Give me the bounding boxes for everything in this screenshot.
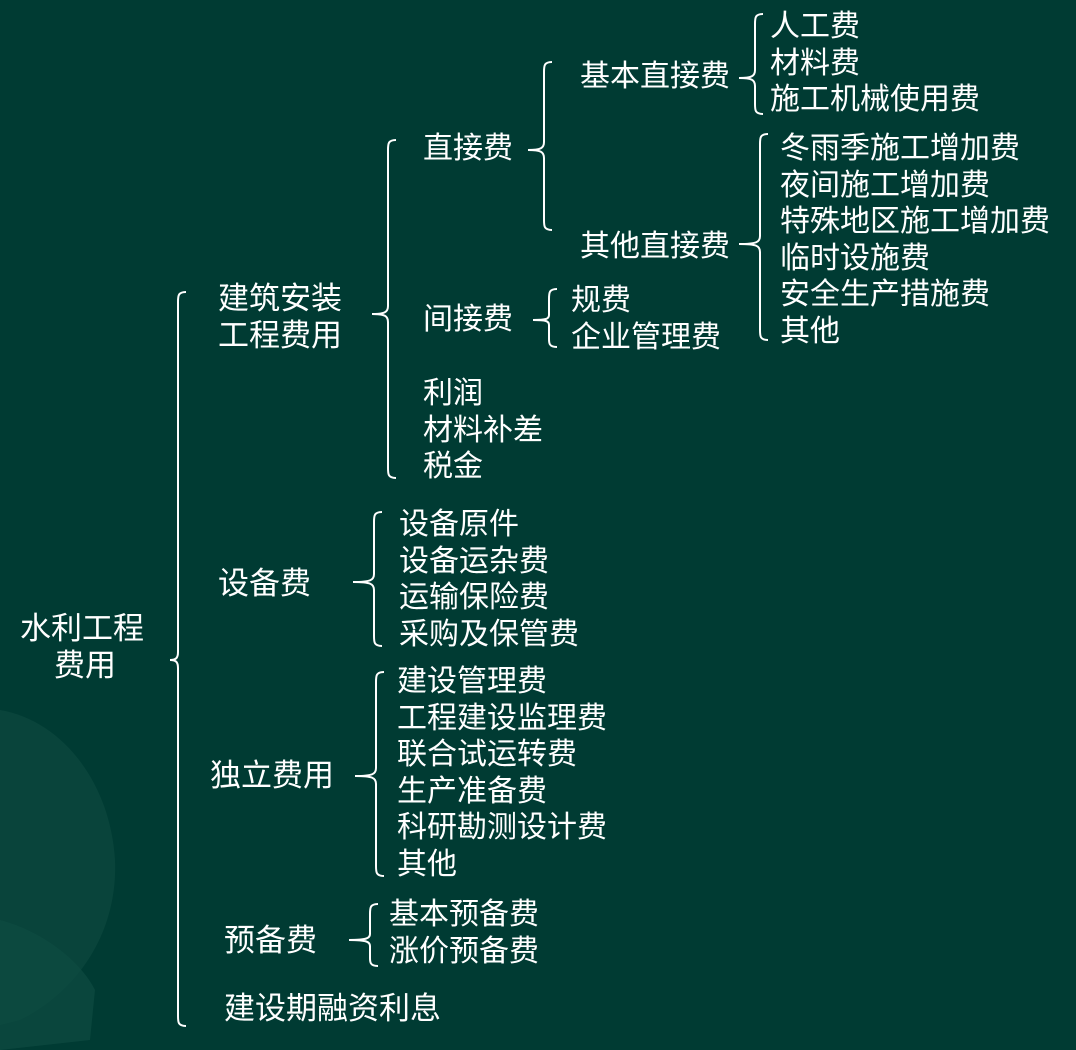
indirect-items: 规费 企业管理费: [571, 283, 721, 356]
other-bracket: [738, 133, 769, 341]
root-label-line2: 费用: [54, 647, 116, 684]
list-item: 企业管理费: [571, 319, 721, 355]
list-item: 工程建设监理费: [397, 700, 607, 736]
root-label: 水利工程 费用: [20, 611, 144, 684]
list-item: 安全生产措施费: [780, 277, 990, 312]
root-bracket: [169, 291, 187, 1027]
list-item: 设备运杂费: [399, 543, 549, 579]
basic-bracket: [738, 13, 764, 115]
list-item: 临时设施费: [780, 240, 930, 276]
basic-direct-label: 基本直接费: [580, 59, 730, 94]
branch1-bracket: [371, 139, 397, 479]
list-item: 基本预备费: [389, 897, 539, 932]
root-label-line1: 水利工程: [20, 611, 144, 647]
financing-interest-label: 建设期融资利息: [224, 991, 441, 1027]
list-item: 税金: [423, 449, 483, 484]
list-item: 特殊地区施工增加费: [780, 204, 1050, 239]
reserve-label: 预备费: [224, 923, 317, 959]
list-item: 材料费: [770, 45, 860, 81]
reserve-items: 基本预备费 涨价预备费: [389, 897, 539, 970]
basic-direct-items: 人工费 材料费 施工机械使用费: [770, 9, 980, 119]
indirect-label: 间接费: [423, 302, 513, 337]
list-item: 建设管理费: [397, 664, 547, 699]
equipment-items: 设备原件 设备运杂费 运输保险费 采购及保管费: [399, 507, 579, 653]
other-direct-label: 其他直接费: [580, 229, 730, 264]
list-item: 冬雨季施工增加费: [780, 131, 1020, 166]
list-item: 夜间施工增加费: [780, 167, 990, 203]
branch1-other-items: 利润 材料补差 税金: [423, 376, 543, 486]
list-item: 涨价预备费: [389, 933, 539, 969]
list-item: 规费: [571, 283, 631, 318]
branch1-label-line2: 工程费用: [218, 317, 342, 354]
direct-label: 直接费: [423, 131, 513, 166]
equipment-label: 设备费: [218, 566, 311, 602]
other-direct-items: 冬雨季施工增加费 夜间施工增加费 特殊地区施工增加费 临时设施费 安全生产措施费…: [780, 131, 1050, 350]
independent-bracket: [354, 671, 385, 877]
list-item: 运输保险费: [399, 580, 549, 615]
branch1-label-line1: 建筑安装: [218, 281, 342, 317]
list-item: 联合试运转费: [397, 737, 577, 772]
list-item: 科研勘测设计费: [397, 810, 607, 845]
list-item: 设备原件: [399, 507, 519, 542]
independent-label: 独立费用: [210, 758, 334, 794]
list-item: 人工费: [770, 9, 860, 44]
list-item: 生产准备费: [397, 773, 547, 809]
branch1-label: 建筑安装 工程费用: [218, 281, 342, 354]
indirect-bracket: [532, 288, 558, 348]
background-decoration: [0, 710, 116, 1050]
list-item: 材料补差: [423, 412, 543, 448]
independent-items: 建设管理费 工程建设监理费 联合试运转费 生产准备费 科研勘测设计费 其他: [397, 664, 607, 883]
list-item: 其他: [780, 313, 840, 349]
list-item: 利润: [423, 376, 483, 411]
list-item: 其他: [397, 846, 457, 882]
list-item: 采购及保管费: [399, 616, 579, 652]
direct-bracket: [527, 61, 553, 231]
equipment-bracket: [352, 511, 383, 647]
reserve-bracket: [348, 903, 379, 967]
list-item: 施工机械使用费: [770, 82, 980, 117]
